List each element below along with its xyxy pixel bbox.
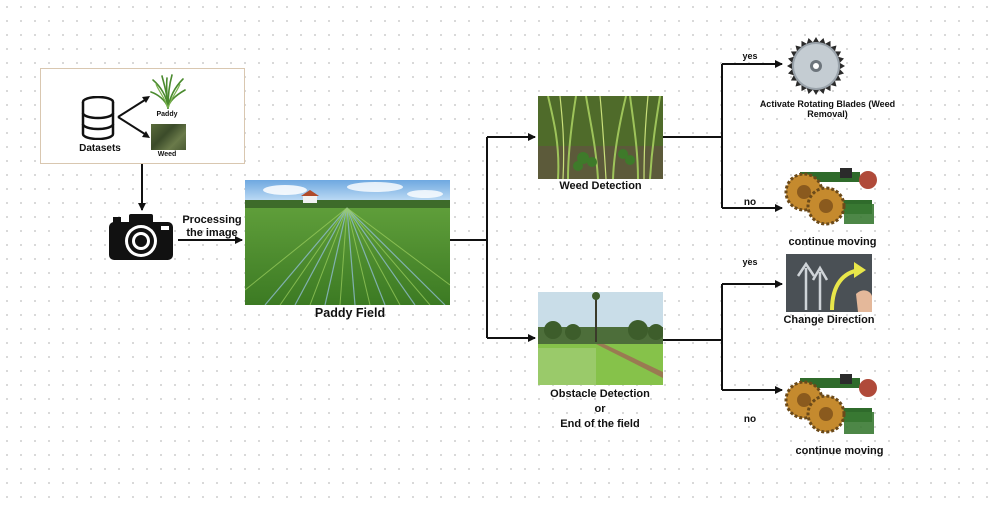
- camera-icon: [109, 214, 173, 260]
- weed-yes-label: yes: [742, 51, 758, 61]
- obstacle-detection-image: [538, 292, 663, 385]
- datasets-panel: [40, 68, 245, 164]
- weed-detection-label: Weed Detection: [559, 180, 642, 192]
- datasets-label: Datasets: [79, 143, 121, 154]
- weed-no-label: no: [743, 197, 757, 208]
- weed-thumbnail: [151, 124, 186, 150]
- weed-yes-action-label: Activate Rotating Blades (Weed Removal): [759, 99, 896, 120]
- change-direction-image: [786, 254, 872, 312]
- obstacle-yes-action-label: Change Direction: [783, 314, 875, 326]
- database-icon: [81, 96, 115, 140]
- dataset-split-arrows: [117, 96, 150, 138]
- weeding-robot-icon: [784, 168, 877, 226]
- paddy-field-image: [245, 180, 450, 305]
- obstacle-yes-label: yes: [742, 257, 758, 267]
- saw-blade-icon: [787, 37, 845, 95]
- processing-label: Processing the image: [182, 214, 242, 239]
- obstacle-no-action-label: continue moving: [795, 445, 884, 457]
- weed-label: Weed: [157, 151, 177, 158]
- weed-no-action-label: continue moving: [788, 236, 877, 248]
- obstacle-detection-label: Obstacle Detection or End of the field: [550, 388, 650, 430]
- paddy-field-label: Paddy Field: [314, 306, 386, 320]
- weeding-robot-icon: [784, 374, 877, 434]
- paddy-label: Paddy: [156, 111, 178, 118]
- weed-detection-image: [538, 96, 663, 179]
- obstacle-no-label: no: [743, 414, 757, 425]
- paddy-grass-icon: [150, 74, 186, 109]
